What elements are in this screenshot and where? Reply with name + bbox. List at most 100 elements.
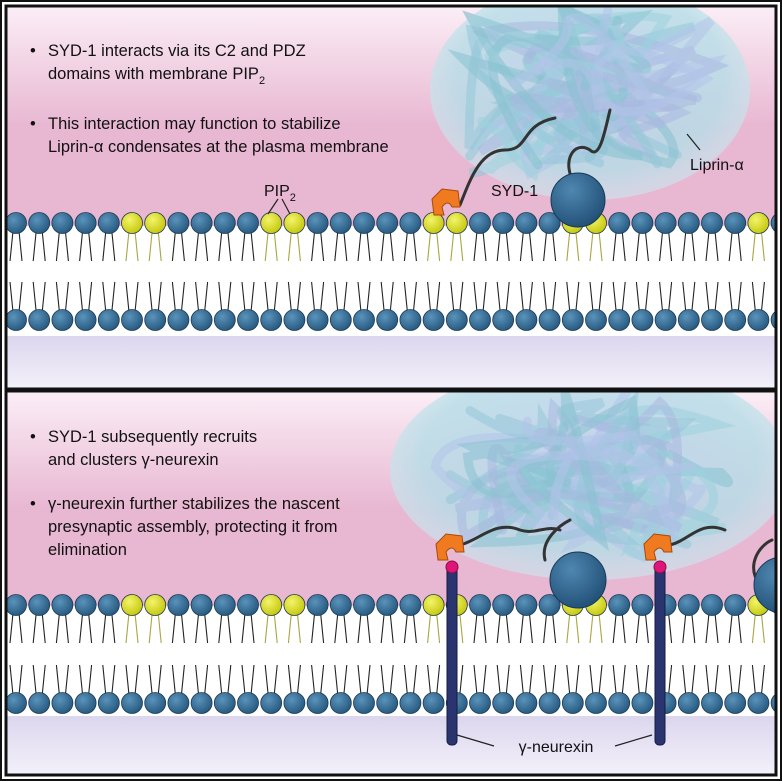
- lipid-tail: [644, 612, 649, 644]
- lipid-tail: [180, 281, 185, 313]
- lipid-tail: [134, 230, 139, 262]
- lipid-tail: [334, 281, 339, 313]
- lipid-head: [121, 692, 143, 714]
- lipid-tail: [575, 664, 580, 696]
- lipid-tail: [64, 281, 69, 313]
- lipid-head: [399, 212, 422, 234]
- top-bullet-2-line-2: Liprin-α condensates at the plasma membr…: [48, 138, 389, 156]
- bottom-bullet-1-line-2: and clusters γ-neurexin: [48, 451, 219, 469]
- lipid-tail: [691, 612, 696, 644]
- lipid-tail: [125, 664, 130, 696]
- lipid-tail: [621, 664, 626, 696]
- lipid-tail: [482, 281, 487, 313]
- lipid-head: [701, 309, 723, 331]
- lipid-tail: [427, 281, 432, 313]
- lipid-tail: [102, 230, 107, 262]
- lipid-tail: [18, 664, 23, 696]
- lipid-head: [97, 594, 120, 616]
- lipid-tail: [41, 230, 46, 262]
- lipid-head: [28, 212, 51, 234]
- lipid-tail: [334, 230, 339, 262]
- lipid-tail: [598, 230, 603, 262]
- syd1-linker-chain: [668, 525, 727, 547]
- lipid-tail: [18, 612, 23, 644]
- lipid-head: [515, 212, 538, 234]
- lipid-tail: [714, 281, 719, 313]
- lipid-tail: [227, 281, 232, 313]
- lipid-head: [376, 212, 399, 234]
- lipid-tail: [705, 612, 710, 644]
- liprin-condensate-bottom: [390, 391, 776, 580]
- lipid-tail: [705, 281, 710, 313]
- syd1-proteins-top: [431, 108, 612, 228]
- lipid-head: [608, 692, 631, 714]
- lipid-tail: [621, 281, 626, 313]
- lipid-tail: [111, 664, 116, 696]
- lipid-head: [469, 692, 491, 714]
- membrane-top: [6, 212, 776, 331]
- pip2-lipid-head: [445, 212, 468, 234]
- lipid-tail: [659, 230, 664, 262]
- pip2-pointer-right: [281, 198, 291, 215]
- lipid-head: [631, 309, 654, 331]
- lipid-head: [469, 212, 491, 234]
- lipid-tail: [218, 664, 223, 696]
- neurexin-label: γ-neurexin: [456, 734, 653, 756]
- lipid-head: [144, 692, 167, 714]
- syd1-linker-chain: [458, 525, 562, 547]
- lipid-tail: [148, 612, 153, 644]
- lipid-tail: [714, 612, 719, 644]
- lipid-head: [515, 309, 538, 331]
- lipid-head: [74, 212, 97, 234]
- lipid-tail: [9, 230, 14, 262]
- bottom-bullet-2-line-3: elimination: [48, 541, 127, 559]
- lipid-head: [701, 212, 723, 234]
- lipid-tail: [343, 612, 348, 644]
- lipid-tail: [273, 281, 278, 313]
- neurexin-label-text: γ-neurexin: [519, 739, 594, 756]
- lipid-head: [724, 212, 747, 234]
- lipid-tail: [737, 612, 742, 644]
- lipid-tail: [180, 612, 185, 644]
- lipid-head: [353, 309, 375, 331]
- lipid-tail: [427, 612, 432, 644]
- lipid-tail: [737, 230, 742, 262]
- lipid-head: [167, 309, 190, 331]
- lipid-tail: [55, 612, 60, 644]
- lipid-tail: [691, 281, 696, 313]
- lipid-tail: [88, 612, 93, 644]
- lipid-head: [608, 594, 631, 616]
- lipid-tail: [505, 612, 510, 644]
- lipid-head: [97, 212, 120, 234]
- lipid-tail: [566, 281, 571, 313]
- lipid-tail: [55, 664, 60, 696]
- lipid-head: [51, 309, 74, 331]
- lipid-tail: [552, 612, 557, 644]
- lipid-head: [329, 212, 352, 234]
- lipid-head: [213, 309, 236, 331]
- lipid-tail: [412, 664, 417, 696]
- lipid-head: [144, 309, 167, 331]
- lipid-tail: [55, 281, 60, 313]
- liprin-chain: [430, 432, 697, 554]
- lipid-tail: [204, 612, 209, 644]
- lipid-tail: [403, 281, 408, 313]
- lipid-head: [561, 309, 584, 331]
- lipid-tail: [311, 612, 316, 644]
- lipid-tail: [519, 612, 524, 644]
- lipid-tail: [612, 281, 617, 313]
- lipid-head: [724, 594, 747, 616]
- lipid-tail: [682, 664, 687, 696]
- lipid-tail: [320, 664, 325, 696]
- lipid-tail: [148, 230, 153, 262]
- lipid-head: [445, 309, 468, 331]
- lipid-tail: [311, 281, 316, 313]
- lipid-tail: [366, 664, 371, 696]
- lipid-head: [167, 594, 190, 616]
- lipid-tail: [436, 612, 441, 644]
- lipid-tail: [705, 664, 710, 696]
- lipid-tail: [403, 612, 408, 644]
- pip2-lipid-head: [144, 212, 167, 234]
- bullet-marker: •: [30, 42, 36, 60]
- lipid-tail: [320, 281, 325, 313]
